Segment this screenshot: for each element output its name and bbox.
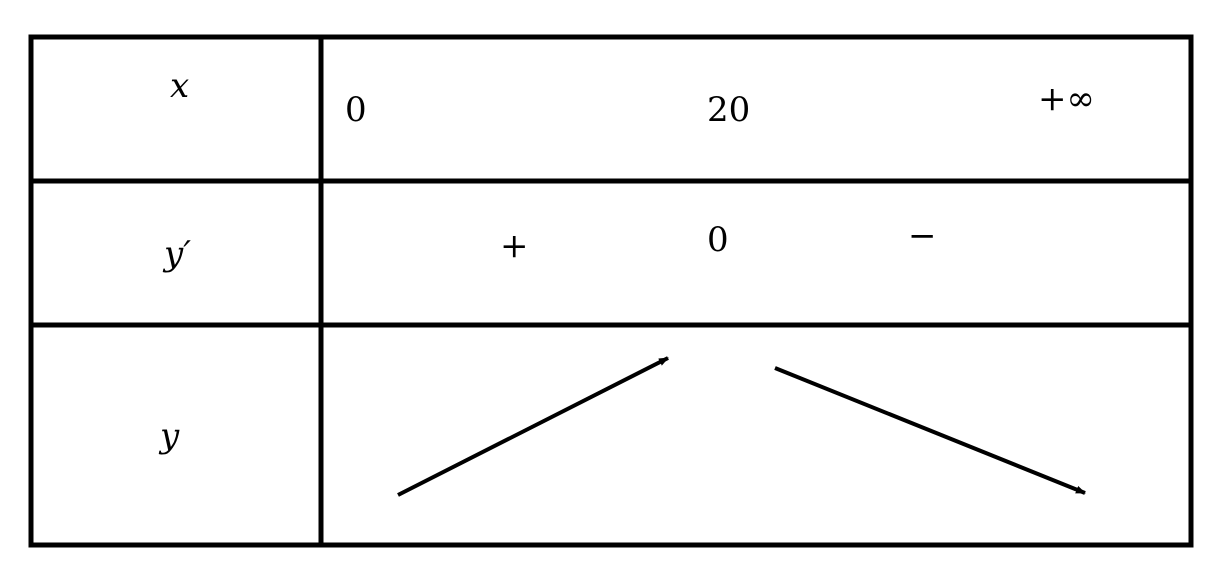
x-value-infinity: +∞ xyxy=(1038,79,1095,119)
x-value-20: 20 xyxy=(707,90,750,130)
sign-plus: + xyxy=(500,226,529,266)
row-label-derivative: y′ xyxy=(162,234,191,274)
row-label-x: x xyxy=(170,66,189,106)
derivative-zero: 0 xyxy=(707,220,729,260)
x-value-0: 0 xyxy=(345,90,367,130)
increasing-arrow xyxy=(397,356,669,497)
sign-minus: − xyxy=(908,216,937,256)
table-border xyxy=(28,34,1194,548)
row-label-y: y xyxy=(158,416,180,456)
decreasing-arrow xyxy=(774,366,1086,495)
